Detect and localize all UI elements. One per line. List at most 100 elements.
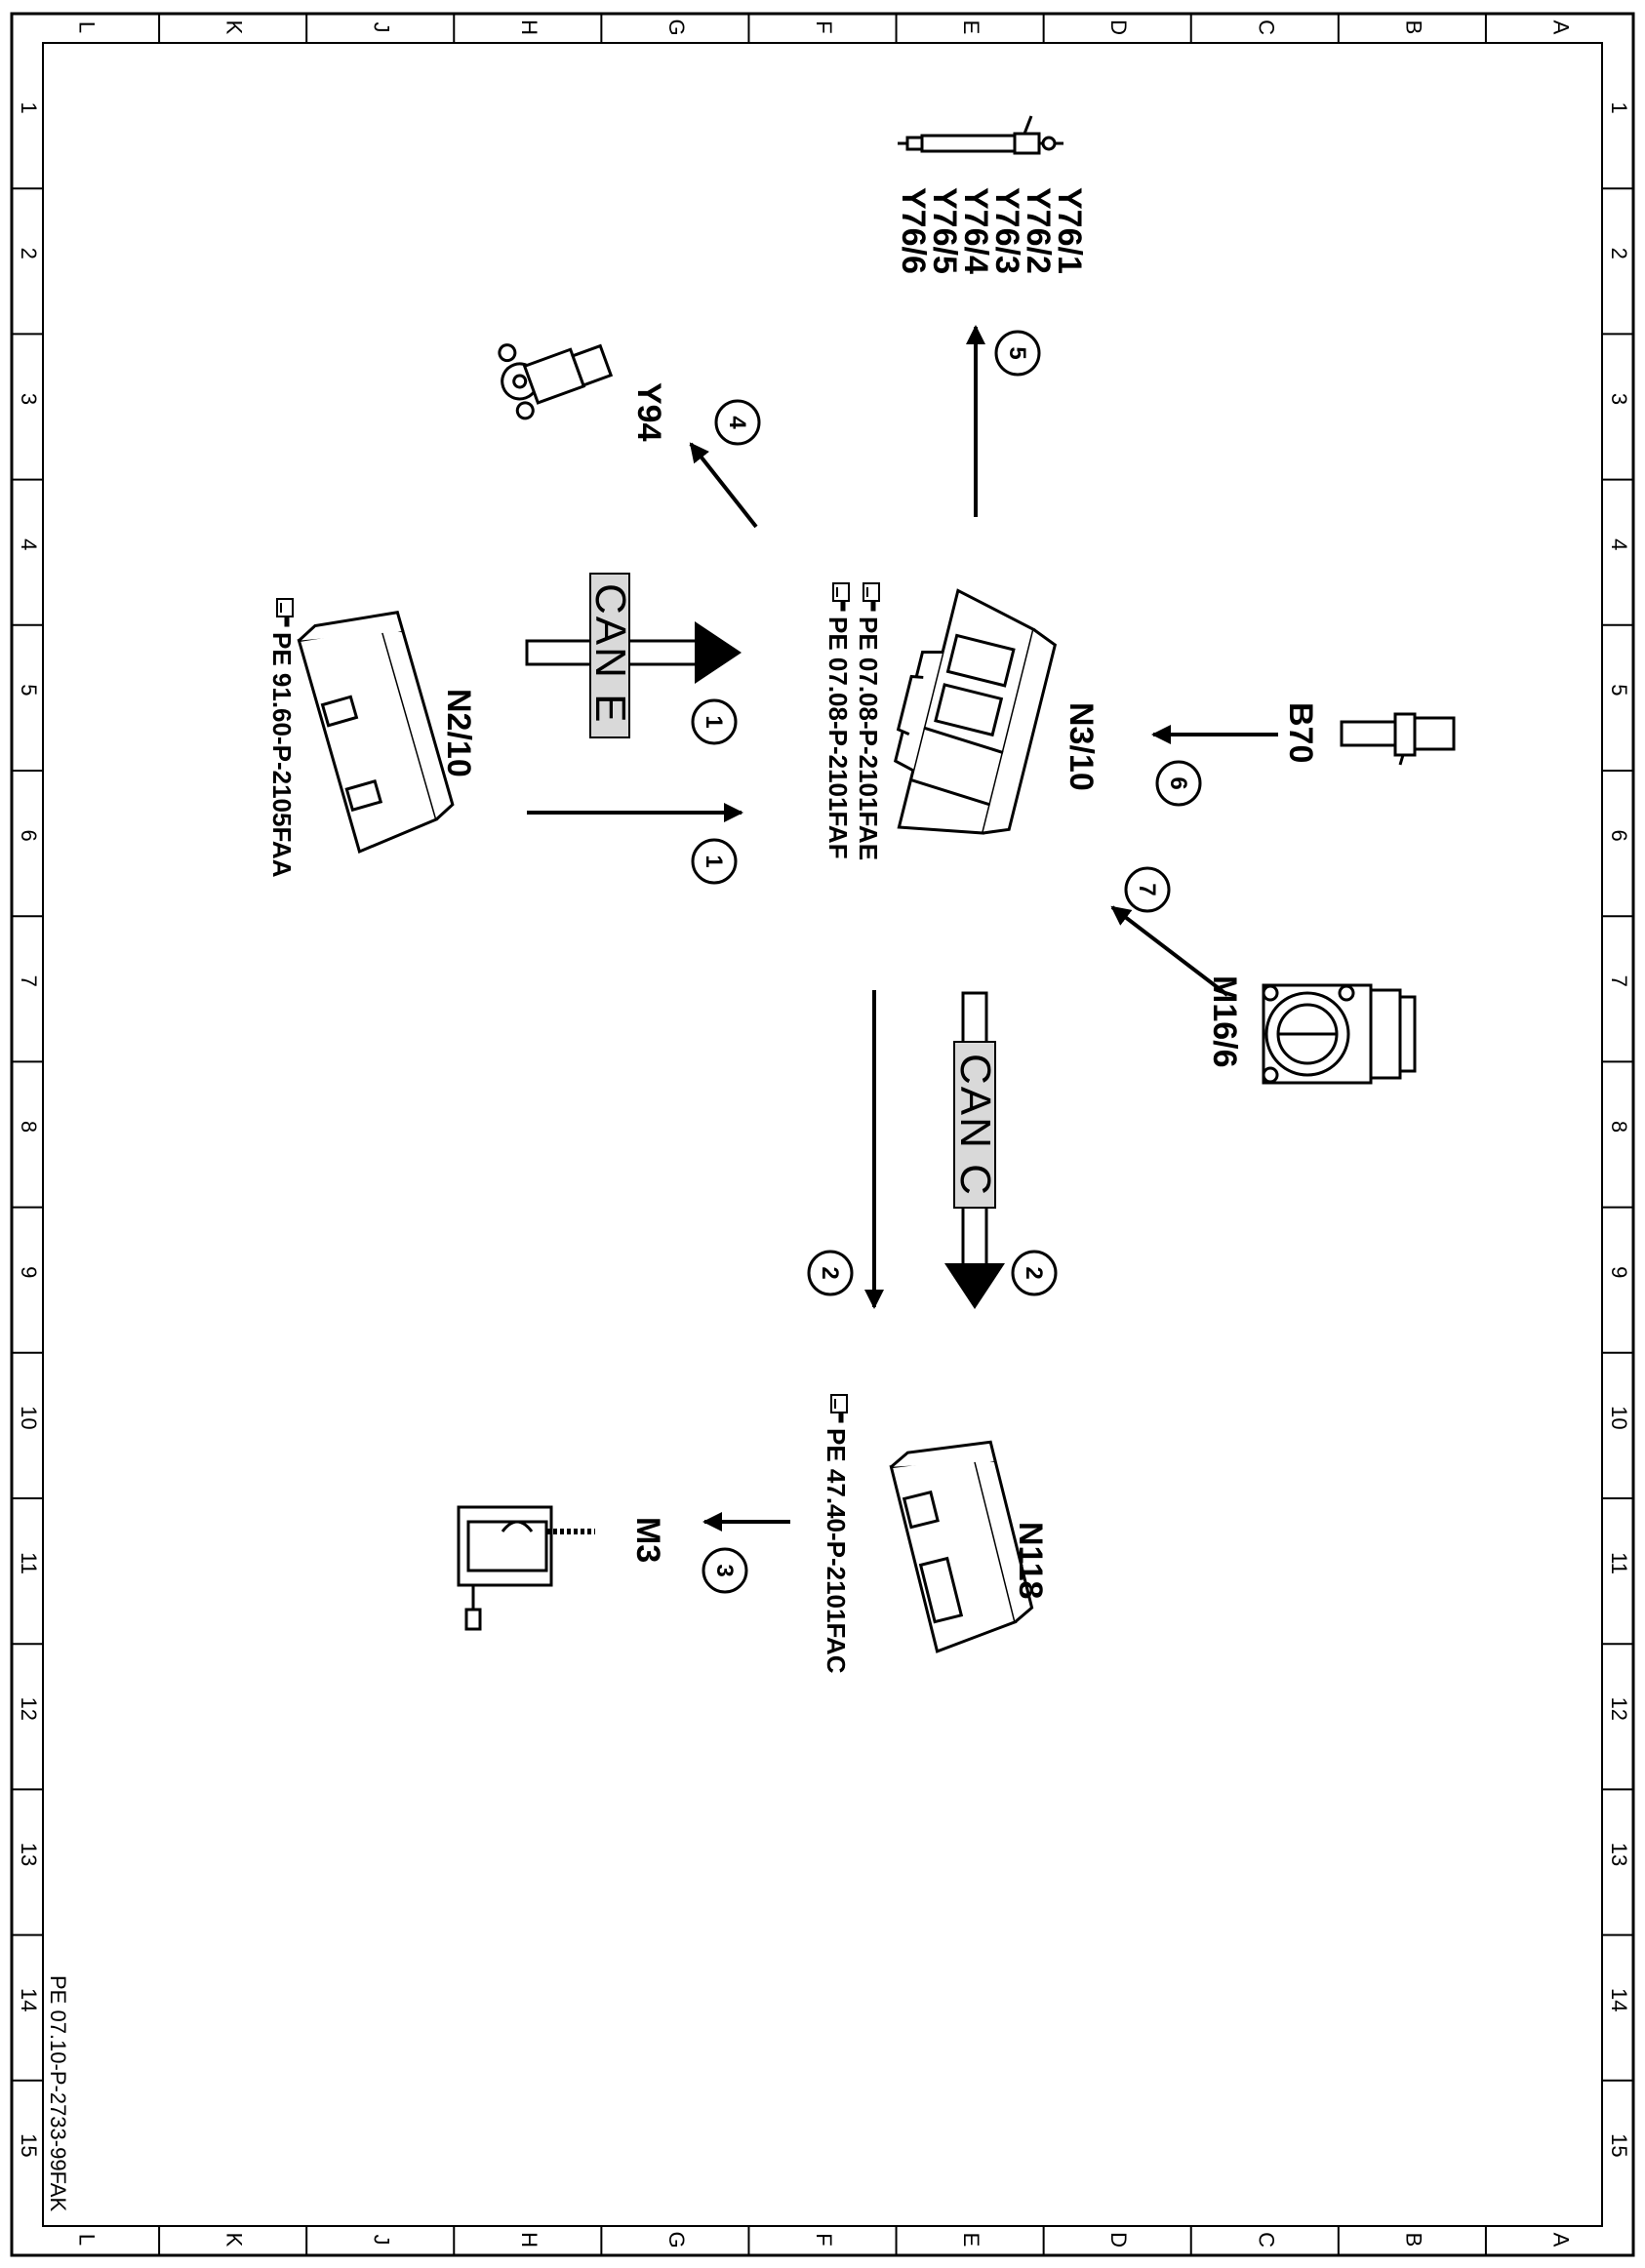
y76-label-1: Y76/1 (1051, 187, 1088, 274)
grid-column-label: H (517, 20, 542, 35)
y76-label-3: Y76/3 (988, 187, 1025, 274)
quantity-control-valve-icon (498, 343, 614, 420)
signal-number-3: 3 (702, 1547, 748, 1594)
hand-pointer-icon (830, 1394, 848, 1423)
b70-sensor: B70 (1282, 702, 1456, 766)
grid-row-label: 14 (1607, 1988, 1631, 2011)
signal-number-6: 6 (1155, 760, 1202, 807)
grid-row-label: 6 (17, 829, 41, 841)
signal-number-4: 4 (714, 399, 761, 446)
grid-column-label: H (517, 2232, 542, 2248)
n118-reference: PE 47.40-P-2101FAC (822, 1394, 851, 1674)
grid-row-label: 7 (1607, 975, 1631, 987)
grid-column-label: A (1548, 20, 1573, 35)
n2-10-control-unit: N2/10 PE 91.60-P-2105FAA (267, 598, 477, 878)
svg-text:2: 2 (1021, 1266, 1047, 1279)
grid-row-label: 9 (1607, 1266, 1631, 1278)
svg-text:1: 1 (701, 715, 727, 728)
can-e-label: CAN E (586, 583, 634, 724)
grid-column-label: D (1106, 2232, 1131, 2248)
n118-control-unit: N118 PE 47.40-P-2101FAC (822, 1394, 1049, 1674)
n3-10-reference-2: PE 07.08-P-2101FAF (823, 582, 853, 859)
m16-6-label: M16/6 (1206, 975, 1243, 1068)
grid-row-label: 6 (1607, 829, 1631, 841)
svg-text:6: 6 (1165, 776, 1191, 789)
signal-number-1b: 1 (691, 838, 738, 885)
grid-row-label: 10 (1607, 1406, 1631, 1429)
grid-column-label: F (812, 20, 836, 33)
grid-row-label: 7 (17, 975, 41, 987)
y76-label-6: Y76/6 (895, 187, 932, 274)
hand-pointer-icon (832, 582, 850, 612)
n3-10-to-y94-arrow (689, 442, 758, 529)
grid-column-label: L (75, 2234, 100, 2246)
m16-6-to-n3-10-arrow (1110, 905, 1229, 997)
grid-row-label: 15 (1607, 2133, 1631, 2157)
b70-label: B70 (1282, 702, 1319, 763)
grid-column-label: K (222, 2233, 247, 2248)
n118-label: N118 (1012, 1522, 1049, 1599)
crankshaft-sensor-icon (1340, 712, 1456, 766)
grid-row-label: 3 (1607, 393, 1631, 405)
grid-column-label: G (664, 19, 689, 35)
grid-row-label: 3 (17, 393, 41, 405)
signal-number-1a: 1 (691, 698, 738, 745)
grid-row-label: 5 (17, 684, 41, 696)
y94-label: Y94 (630, 382, 667, 442)
grid-column-label: G (664, 2231, 689, 2248)
svg-text:PE 07.08-P-2101FAF: PE 07.08-P-2101FAF (823, 617, 853, 859)
grid-column-label: B (1401, 2233, 1425, 2248)
n3-10-reference-1: PE 07.08-P-2101FAE (854, 582, 883, 860)
svg-text:4: 4 (724, 416, 750, 429)
grid-column-label: F (812, 2233, 836, 2246)
grid-row-label: 4 (17, 538, 41, 550)
grid-column-label: D (1106, 20, 1131, 35)
svg-text:5: 5 (1004, 346, 1030, 359)
n2-10-label: N2/10 (440, 689, 477, 777)
module-icon (297, 611, 455, 854)
grid-row-label: 11 (1607, 1552, 1631, 1574)
grid-row-label: 13 (1607, 1843, 1631, 1866)
signal-number-5: 5 (994, 330, 1041, 377)
y76-injectors: Y76/1 Y76/2 Y76/3 Y76/4 Y76/5 Y76/6 (895, 115, 1088, 274)
m3-label: M3 (629, 1517, 666, 1563)
grid-row-label: 11 (17, 1552, 41, 1574)
grid-row-label: 1 (1607, 101, 1631, 113)
hand-pointer-icon (863, 582, 880, 612)
signal-number-2b: 2 (1011, 1250, 1058, 1296)
grid-column-label: J (370, 2235, 394, 2246)
fuel-pump-icon (457, 1505, 595, 1631)
grid-column-label: J (370, 22, 394, 33)
document-id: PE 07.10-P-2733-99FAK (46, 1975, 70, 2211)
module-icon (889, 1440, 1034, 1653)
svg-text:3: 3 (711, 1564, 738, 1576)
grid-row-label: 15 (17, 2133, 41, 2157)
grid-row-label: 2 (17, 248, 41, 259)
signal-number-7: 7 (1124, 866, 1171, 913)
svg-text:1: 1 (701, 855, 727, 867)
grid-row-label: 4 (1607, 538, 1631, 550)
signal-number-2a: 2 (807, 1250, 854, 1296)
grid-column-label: E (959, 2233, 983, 2248)
svg-text:PE 47.40-P-2101FAC: PE 47.40-P-2101FAC (822, 1428, 851, 1674)
grid-row-label: 8 (1607, 1121, 1631, 1133)
grid-row-label: 10 (17, 1406, 41, 1429)
grid-column-label: A (1548, 2233, 1573, 2248)
svg-text:2: 2 (817, 1266, 843, 1279)
n3-10-engine-control-unit: N3/10 PE 07.08-P-2101FAE PE 07.08-P-2101… (823, 582, 1100, 860)
grid-row-label: 5 (1607, 684, 1631, 696)
grid-column-label: E (959, 20, 983, 35)
n2-10-reference: PE 91.60-P-2105FAA (267, 598, 297, 878)
grid-row-label: 12 (17, 1697, 41, 1721)
grid-row-label: 14 (17, 1988, 41, 2011)
m3-fuel-pump: M3 (457, 1505, 666, 1631)
y76-label-2: Y76/2 (1020, 187, 1057, 274)
grid-row-label: 2 (1607, 248, 1631, 259)
can-c-label: CAN C (951, 1054, 999, 1197)
grid-column-label: K (222, 20, 247, 35)
grid-row-label: 12 (1607, 1697, 1631, 1721)
y76-label-4: Y76/4 (957, 187, 994, 274)
m16-6-throttle-actuator: M16/6 (1206, 975, 1417, 1085)
